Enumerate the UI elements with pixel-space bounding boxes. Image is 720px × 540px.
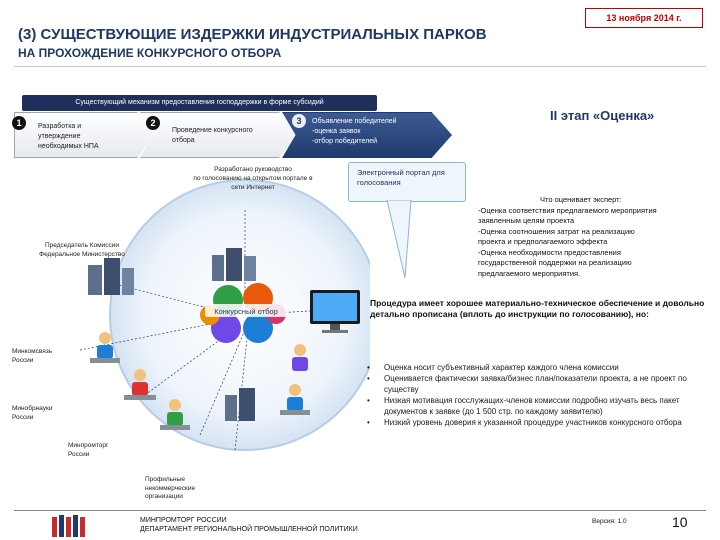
puzzle-cluster-icon bbox=[200, 283, 287, 343]
server-icon-minprom bbox=[225, 388, 255, 421]
portal-callout: Электронный портал для голосования bbox=[348, 162, 466, 202]
label-chair: Председатель Комиссии Федеральное Минист… bbox=[39, 242, 125, 258]
footer-divider bbox=[14, 510, 706, 511]
center-label: Конкурсный отбор bbox=[214, 307, 278, 316]
step-3-number: 3 bbox=[292, 114, 306, 128]
guide-callout: Разработано руководство по голосованию н… bbox=[193, 166, 313, 191]
version-label: Версия: 1.0 bbox=[592, 518, 627, 525]
step-2-chevron bbox=[140, 112, 298, 158]
stage-label: II этап «Оценка» bbox=[550, 108, 655, 123]
monitor-icon bbox=[310, 290, 360, 333]
person-icon-mincomsvyaz bbox=[90, 332, 120, 363]
step-1-text: Разработка и утверждение необходимых НПА bbox=[38, 123, 99, 150]
person-icon-minobrnauki bbox=[124, 369, 156, 400]
header-divider bbox=[14, 66, 706, 67]
step-1-chevron bbox=[14, 112, 154, 158]
bullet-icon: • bbox=[367, 418, 370, 427]
label-nko: Профильные некоммерческие организации bbox=[145, 476, 196, 500]
bullet-icon: • bbox=[367, 374, 370, 383]
ministry-logo-icon bbox=[52, 515, 85, 537]
bullet-icon: • bbox=[367, 363, 370, 372]
list-item: • Низкая мотивация госслужащих-членов ко… bbox=[367, 396, 680, 416]
list-item: • Оценка носит субъективный характер каж… bbox=[367, 363, 619, 372]
expert-heading: Что оценивает эксперт: bbox=[540, 195, 622, 204]
step-2-text: Проведение конкурсного отбора bbox=[172, 127, 253, 144]
page-number: 10 bbox=[672, 514, 688, 530]
page-title: (3) СУЩЕСТВУЮЩИЕ ИЗДЕРЖКИ ИНДУСТРИАЛЬНЫХ… bbox=[18, 26, 487, 43]
label-minpromtorg: Минпромторг России bbox=[68, 442, 109, 458]
list-item: • Оценивается фактически заявка/бизнес п… bbox=[367, 374, 687, 394]
step-2-number: 2 bbox=[146, 116, 160, 130]
ministry-name: МИНПРОМТОРГ РОССИИ ДЕПАРТАМЕНТ РЕГИОНАЛЬ… bbox=[140, 517, 358, 533]
label-mincomsvyaz: Минкомсвязь России bbox=[12, 348, 53, 364]
issues-list: • Оценка носит субъективный характер каж… bbox=[362, 362, 708, 428]
list-item: • Низкий уровень доверия к указанной про… bbox=[367, 418, 682, 427]
step-1-number: 1 bbox=[12, 116, 26, 130]
person-icon-nko bbox=[160, 399, 190, 430]
server-icon-chair bbox=[88, 258, 134, 295]
person-icon-member bbox=[292, 344, 308, 371]
mechanism-title-bar: Существующий механизм предоставления гос… bbox=[22, 95, 377, 111]
expert-criteria: Что оценивает эксперт: -Оценка соответст… bbox=[478, 195, 718, 279]
label-minobrnauki: Минобрнауки России bbox=[12, 405, 53, 421]
server-icon-center bbox=[212, 248, 256, 281]
bullet-icon: • bbox=[367, 396, 370, 405]
person-icon-expert bbox=[280, 384, 310, 415]
page-subtitle: НА ПРОХОЖДЕНИЕ КОНКУРСНОГО ОТБОРА bbox=[18, 46, 282, 60]
voting-diagram: Конкурсный отбор bbox=[79, 179, 370, 451]
date-badge: 13 ноября 2014 г. bbox=[585, 8, 703, 28]
step-3-text: Объявление победителей -оценка заявок -о… bbox=[312, 118, 397, 145]
portal-callout-pointer bbox=[386, 200, 412, 279]
procedure-statement: Процедура имеет хорошее материально-техн… bbox=[370, 298, 705, 319]
step-3-chevron bbox=[282, 112, 452, 158]
